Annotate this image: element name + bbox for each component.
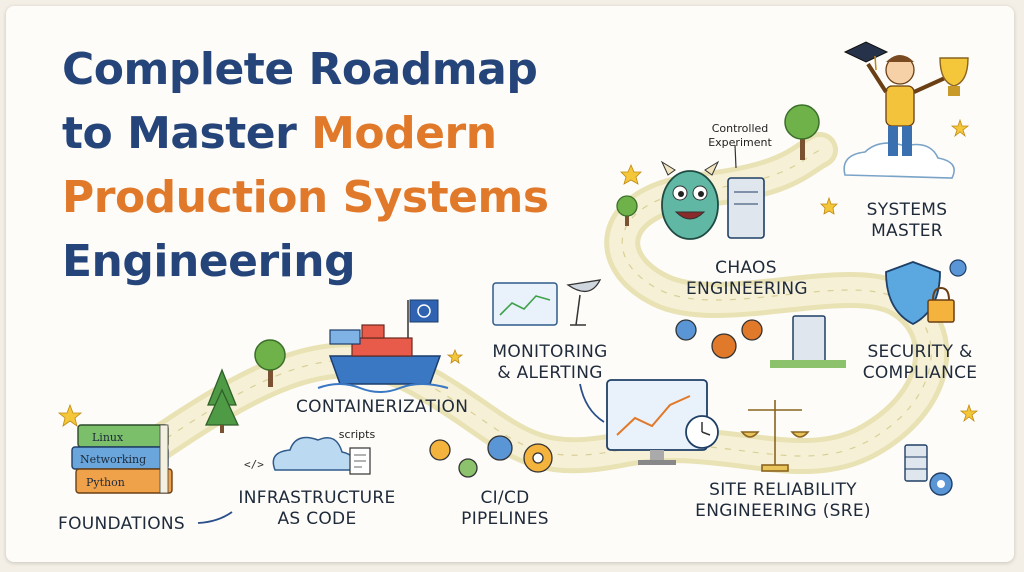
pine-tree-icon — [204, 368, 240, 433]
stage-systems-master-label: SYSTEMS MASTER — [862, 200, 952, 242]
gear-icon — [929, 472, 953, 496]
person-celebrating-icon — [866, 55, 946, 156]
dashboard-icon — [492, 282, 558, 326]
stage-chaos-line2: ENGINEERING — [686, 279, 808, 299]
stage-security-line1: SECURITY & — [867, 342, 973, 362]
chaos-monster-icon — [660, 160, 720, 240]
book-label-networking: Networking — [80, 453, 146, 466]
stage-containerization-label: CONTAINERIZATION — [296, 397, 469, 417]
arrow-icon — [197, 511, 233, 524]
stage-iac-line1: INFRASTRUCTURE — [238, 488, 396, 508]
server-icon — [727, 177, 765, 239]
star-icon — [57, 118, 979, 427]
gears-icon — [675, 319, 763, 359]
server-rack-icon — [904, 444, 928, 482]
stage-monitoring-label: MONITORING & ALERTING — [488, 342, 612, 384]
gear-icon — [949, 259, 967, 277]
code-tag-icon: </> — [244, 458, 264, 471]
arrow-icon — [579, 383, 605, 423]
stage-sre-label: SITE RELIABILITY ENGINEERING (SRE) — [693, 480, 873, 522]
server-icon — [770, 315, 846, 368]
stage-security-line2: COMPLIANCE — [862, 363, 978, 383]
satellite-dish-icon — [566, 279, 602, 326]
page-title-line2: to Master Modern — [62, 104, 622, 164]
stage-cicd-line1: CI/CD — [480, 488, 530, 508]
document-icon — [349, 447, 371, 475]
page-title-line3: Production Systems — [62, 172, 549, 223]
arrow-icon — [734, 144, 737, 169]
stage-foundations-label: FOUNDATIONS — [58, 514, 186, 534]
stage-sre-line2: ENGINEERING (SRE) — [695, 501, 871, 521]
monitor-chart-icon — [606, 379, 708, 465]
stage-chaos-line1: CHAOS — [715, 258, 777, 278]
tree-icon — [616, 195, 638, 226]
page-title-line4: Engineering — [62, 236, 356, 287]
page-title-line1: Complete Roadmap — [62, 44, 538, 95]
stage-chaos-label: CHAOS ENGINEERING — [686, 258, 808, 300]
stage-security-label: SECURITY & COMPLIANCE — [858, 342, 982, 384]
book-stack-icon: Linux Networking Python — [71, 424, 173, 494]
tree-icon — [254, 339, 286, 387]
book-label-linux: Linux — [92, 431, 124, 444]
stage-sre-line1: SITE RELIABILITY — [709, 480, 857, 500]
stage-systems-master-line1: SYSTEMS — [866, 200, 948, 220]
controlled-experiment-line1: Controlled — [711, 122, 769, 135]
gears-icon — [429, 435, 553, 478]
graduation-cap-icon — [843, 41, 889, 71]
stage-iac-label: INFRASTRUCTURE AS CODE — [238, 488, 396, 530]
clock-icon — [685, 415, 719, 449]
container-ship-icon — [317, 299, 449, 393]
stage-cicd-line2: PIPELINES — [461, 509, 549, 529]
page-title-line2-blue: to Master — [62, 108, 312, 159]
stage-cicd-label: CI/CD PIPELINES — [460, 488, 550, 530]
book-label-python: Python — [86, 476, 125, 489]
stage-systems-master-line2: MASTER — [871, 221, 943, 241]
trophy-icon — [939, 57, 969, 96]
balance-scale-icon — [740, 400, 810, 472]
cloud-icon — [272, 436, 355, 471]
controlled-experiment-annotation: Controlled Experiment — [700, 122, 780, 150]
stage-monitoring-line2: & ALERTING — [497, 363, 603, 383]
scripts-annotation: scripts — [338, 428, 376, 441]
stage-iac-line2: AS CODE — [277, 509, 357, 529]
cloud-icon — [843, 142, 955, 179]
page-title-line2-orange: Modern — [311, 108, 497, 159]
controlled-experiment-line2: Experiment — [708, 136, 772, 149]
stage-monitoring-line1: MONITORING — [492, 342, 608, 362]
lock-icon — [927, 286, 955, 323]
tree-icon — [784, 104, 820, 160]
